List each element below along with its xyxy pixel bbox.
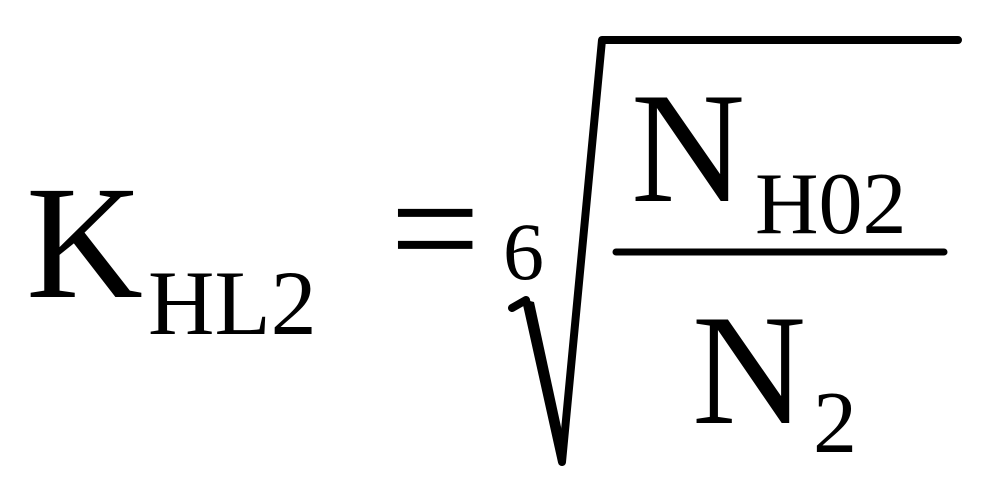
lhs-symbol: K — [26, 154, 143, 333]
equals-sign: = — [390, 139, 481, 317]
numerator-subscript: H02 — [755, 156, 907, 253]
denominator-subscript: 2 — [813, 375, 857, 472]
numerator-symbol: N — [631, 61, 746, 236]
radical-thick-stroke — [526, 300, 566, 462]
lhs-subscript: HL2 — [148, 252, 317, 354]
denominator-symbol: N — [692, 283, 807, 458]
root-index: 6 — [503, 206, 544, 297]
